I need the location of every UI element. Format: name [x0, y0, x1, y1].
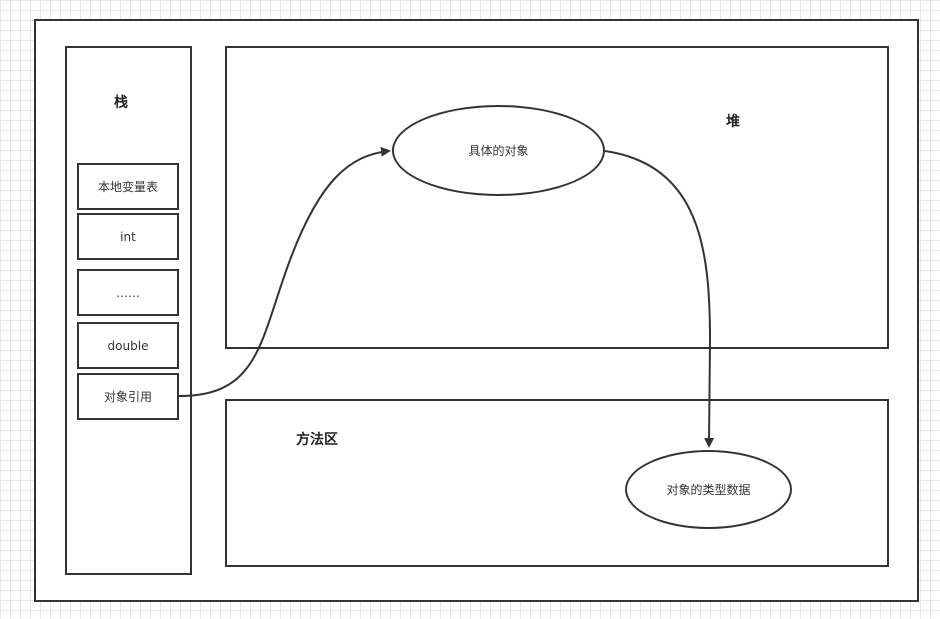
stack-cell-local-variable-table: 本地变量表	[77, 163, 179, 210]
method-area-title: 方法区	[296, 432, 338, 448]
stack-title: 栈	[114, 95, 128, 111]
heap-title: 堆	[726, 114, 740, 130]
stack-cell-double: double	[77, 322, 179, 369]
type-data-ellipse: 对象的类型数据	[625, 450, 792, 529]
stack-cell-int: int	[77, 213, 179, 260]
heap-box	[225, 46, 889, 349]
heap-object-ellipse: 具体的对象	[392, 105, 605, 196]
stack-cell-object-reference: 对象引用	[77, 373, 179, 420]
stack-cell-ellipsis: ……	[77, 269, 179, 316]
